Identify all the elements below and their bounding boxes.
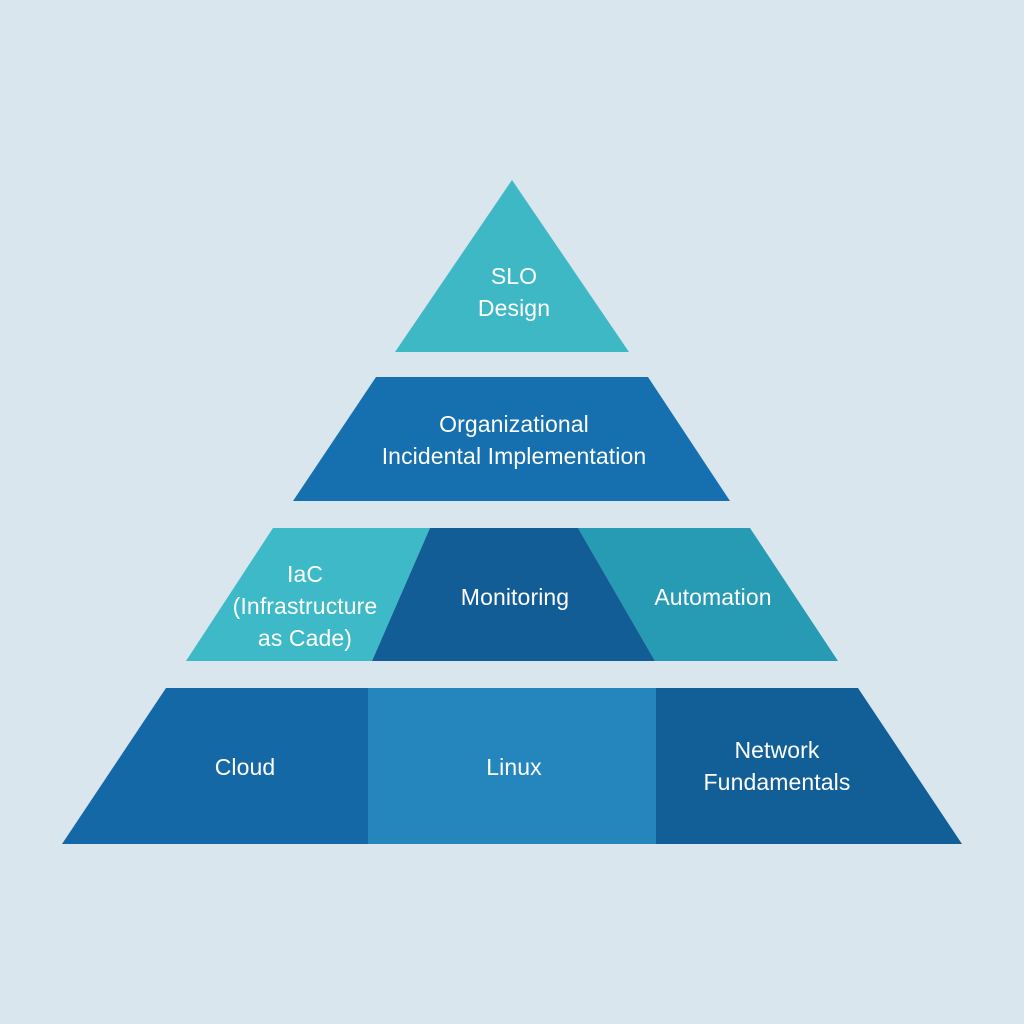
slo-design-block bbox=[395, 180, 629, 352]
monitoring-block bbox=[372, 528, 655, 661]
automation-label: Automation bbox=[654, 584, 772, 610]
iac-block bbox=[186, 528, 430, 661]
cloud-label: Cloud bbox=[214, 754, 276, 780]
linux-block bbox=[368, 688, 656, 844]
slo-design-label: SLO Design bbox=[477, 263, 551, 321]
network-fundamentals-block bbox=[656, 688, 962, 844]
automation-block bbox=[578, 528, 838, 661]
organizational-implementation-label: Organizational Incidental Implementation bbox=[381, 411, 647, 469]
cloud-block bbox=[62, 688, 368, 844]
linux-label: Linux bbox=[486, 754, 542, 780]
organizational-implementation-block bbox=[293, 377, 730, 501]
network-fundamentals-label: Network Fundamentals bbox=[703, 737, 851, 795]
monitoring-label: Monitoring bbox=[460, 584, 570, 610]
iac-label: IaC (Infrastructure as Cade) bbox=[232, 561, 378, 651]
